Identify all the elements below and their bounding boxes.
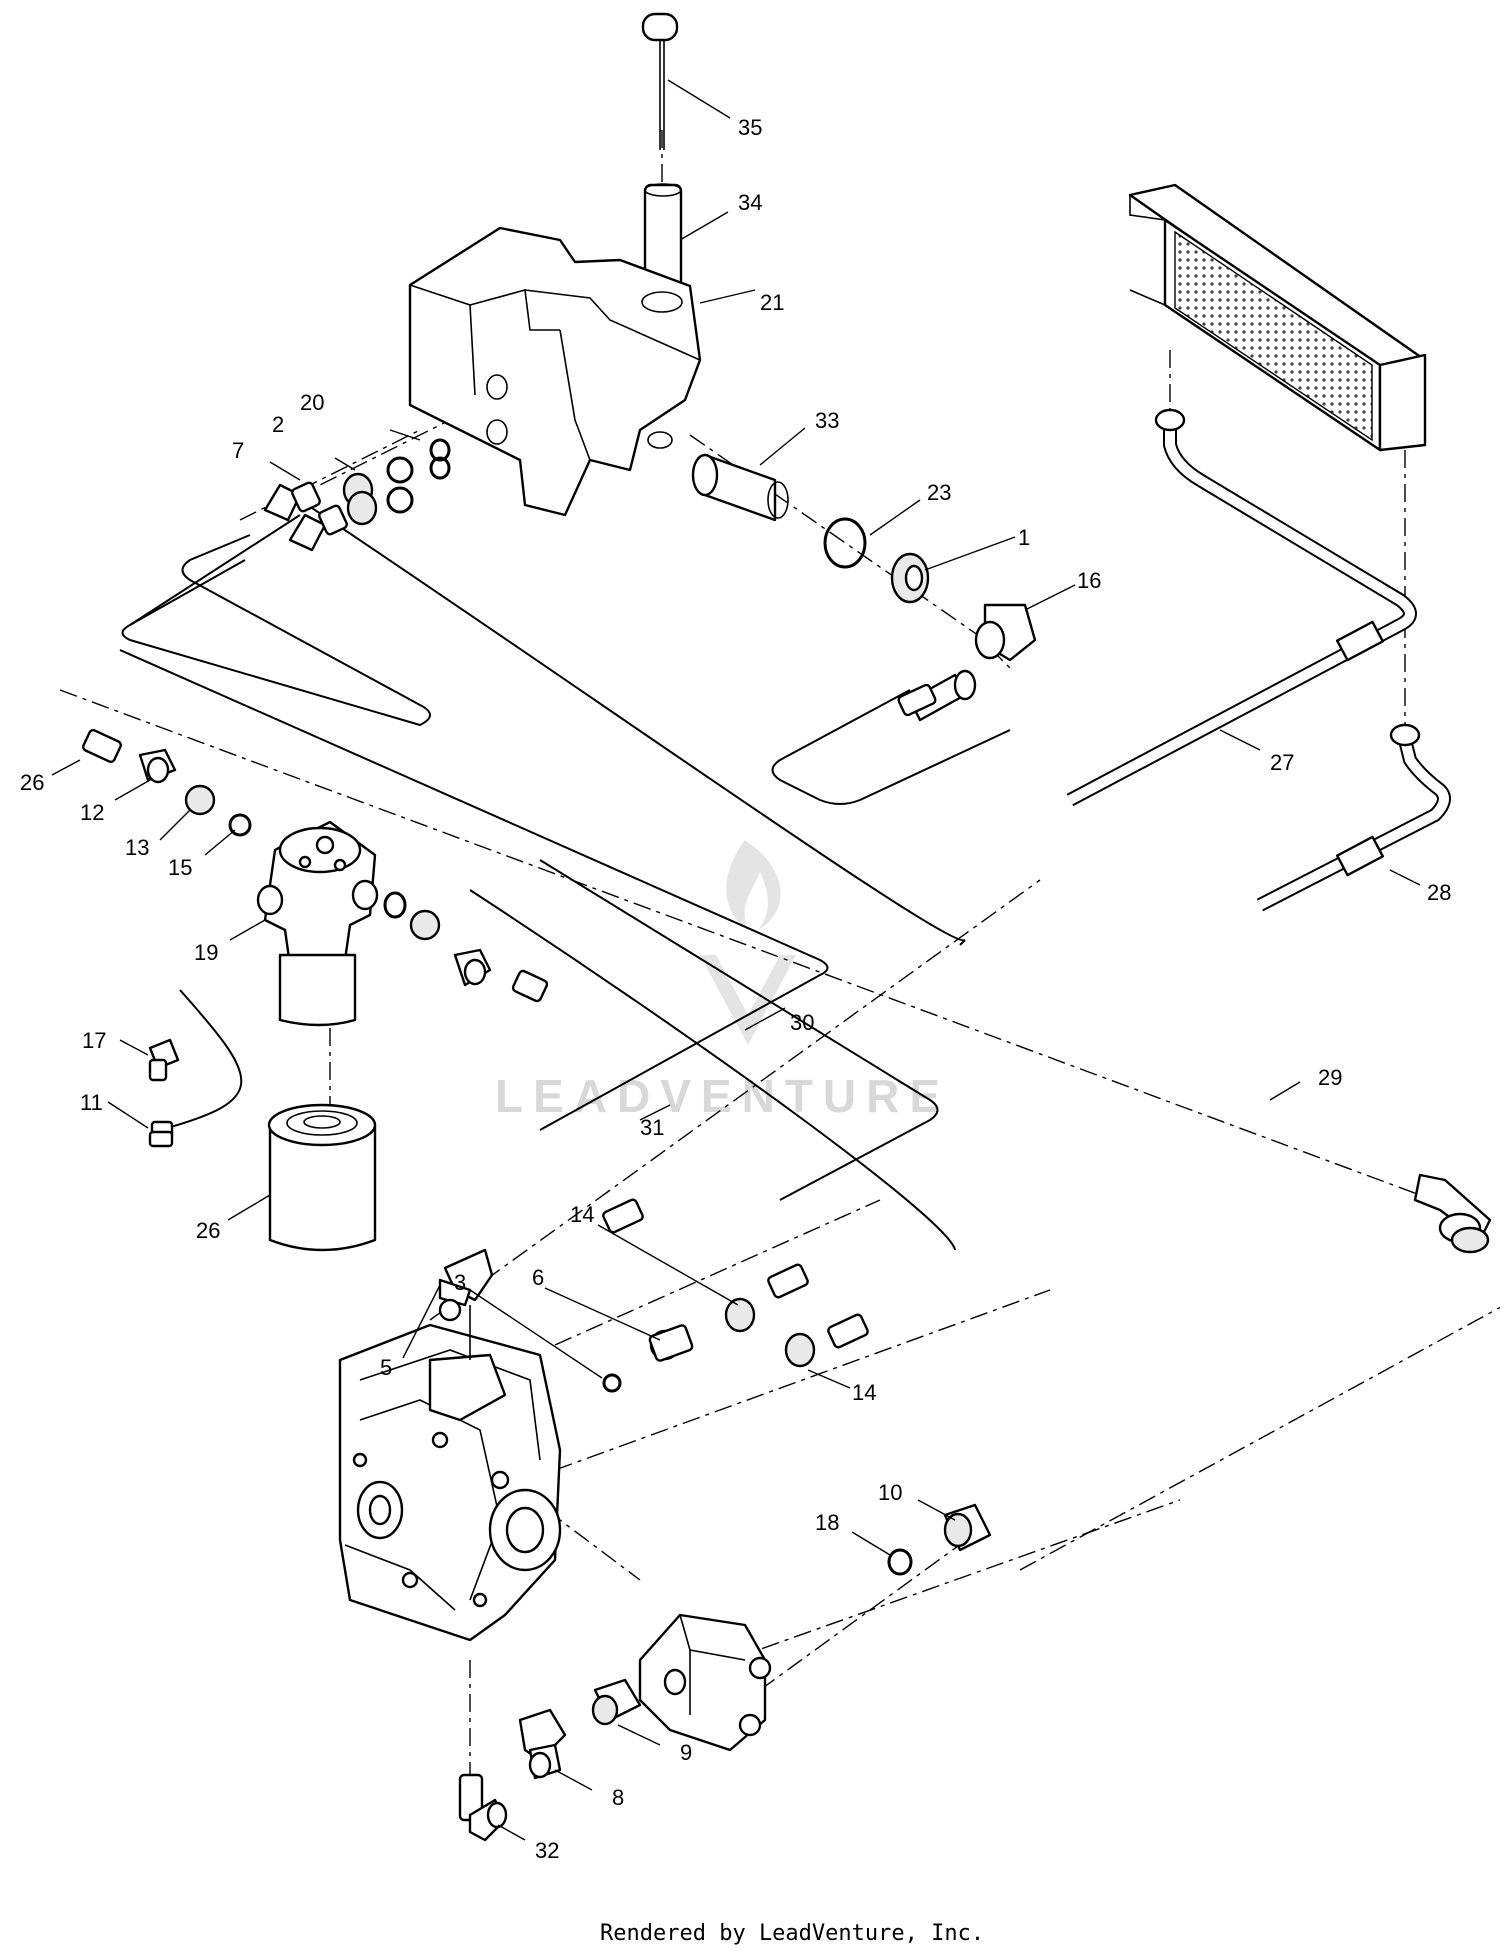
callout-leaders	[51, 79, 1421, 1841]
callout-14-bottom: 14	[852, 1380, 876, 1405]
callout-13: 13	[125, 835, 149, 860]
hydrostatic-pump	[338, 1305, 562, 1642]
suction-strainer	[691, 453, 789, 522]
callout-2: 2	[272, 412, 284, 437]
callout-23: 23	[927, 480, 951, 505]
o-ring-23	[823, 517, 867, 569]
callout-19: 19	[194, 940, 218, 965]
callout-12: 12	[80, 800, 104, 825]
callout-9: 9	[680, 1740, 692, 1765]
callout-15: 15	[168, 855, 192, 880]
callout-5: 5	[380, 1355, 392, 1380]
switch-17	[148, 1038, 180, 1082]
callout-32: 32	[535, 1838, 559, 1863]
callout-17: 17	[82, 1028, 106, 1053]
dipstick	[641, 12, 679, 150]
tank-hose-fittings	[263, 438, 451, 552]
o-ring-18	[887, 1548, 913, 1576]
callout-21: 21	[760, 290, 784, 315]
oil-cooler	[1128, 183, 1427, 452]
spin-on-filter	[267, 1103, 377, 1252]
callout-6: 6	[532, 1265, 544, 1290]
elbow-fitting-8	[518, 1708, 567, 1780]
callout-30: 30	[790, 1010, 814, 1035]
leadventure-watermark: LEADVENTURE	[495, 840, 950, 1122]
callout-16: 16	[1077, 568, 1101, 593]
callout-27: 27	[1270, 750, 1294, 775]
callout-26-top: 26	[20, 770, 44, 795]
callout-7: 7	[232, 438, 244, 463]
hose-routings	[119, 499, 1011, 1251]
pump-hose-fittings	[602, 1198, 869, 1393]
filter-inlet-fittings	[82, 728, 252, 837]
callout-35: 35	[738, 115, 762, 140]
elbow-fitting-5	[438, 1248, 494, 1322]
hydraulic-reservoir	[408, 226, 702, 517]
callout-labels: 35 34 21 33 23 1 16 20 2 7 27 28 26 12 1…	[20, 115, 1451, 1863]
watermark-text: LEADVENTURE	[495, 1070, 950, 1122]
elbow-fitting-29	[1413, 1173, 1492, 1254]
callout-20: 20	[300, 390, 324, 415]
callout-26-bottom: 26	[196, 1218, 220, 1243]
callout-11: 11	[80, 1090, 103, 1115]
callout-14-top: 14	[570, 1202, 594, 1227]
callout-1: 1	[1018, 525, 1030, 550]
elbow-11	[148, 1120, 174, 1148]
callout-31: 31	[640, 1115, 664, 1140]
charge-pump	[638, 1613, 772, 1752]
bushing-1	[890, 552, 930, 604]
adapter-fitting-9	[591, 1678, 642, 1726]
elbow-fitting-32	[458, 1773, 508, 1842]
callout-29: 29	[1318, 1065, 1342, 1090]
filter-head	[256, 820, 379, 1027]
cooler-tube-27	[1066, 408, 1417, 807]
footer-credit: Rendered by LeadVenture, Inc.	[600, 1921, 984, 1946]
callout-10: 10	[878, 1480, 902, 1505]
callout-28: 28	[1427, 880, 1451, 905]
callout-33: 33	[815, 408, 839, 433]
dashed-centerlines	[59, 130, 1500, 1795]
adapter-fitting-10	[943, 1503, 992, 1552]
hose-end-16	[897, 683, 937, 717]
callout-34: 34	[738, 190, 762, 215]
callout-18: 18	[815, 1510, 839, 1535]
callout-8: 8	[612, 1785, 624, 1810]
cooler-tube-28	[1256, 723, 1451, 912]
callout-3: 3	[454, 1270, 466, 1295]
filter-outlet-fittings	[383, 891, 549, 1003]
